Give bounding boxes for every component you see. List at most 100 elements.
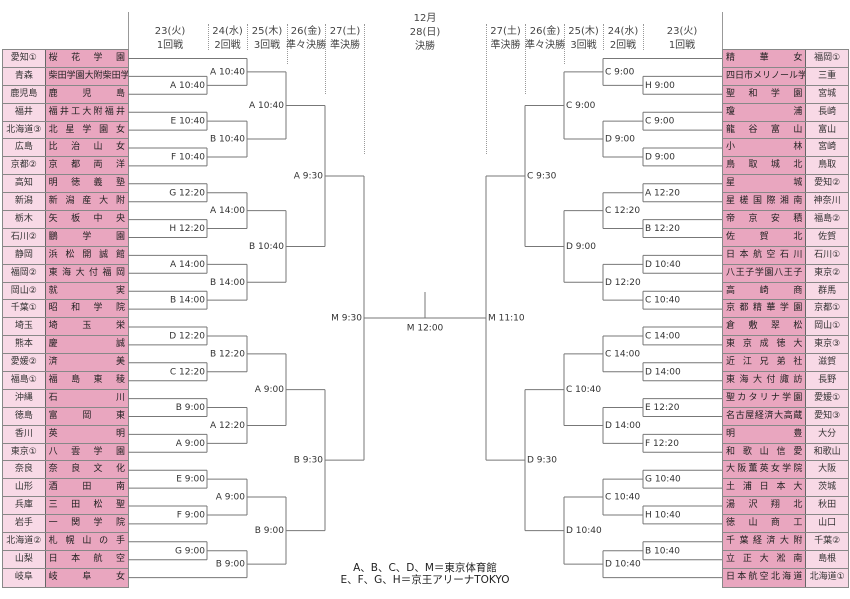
team-row: 新潟新潟産大附 — [3, 193, 128, 212]
prefecture-label: 滋賀 — [805, 354, 848, 372]
prefecture-label: 香川 — [3, 425, 46, 443]
prefecture-label: 山形 — [3, 479, 46, 497]
header-divider — [287, 24, 288, 64]
school-name: 京都精華学園 — [723, 300, 806, 318]
venue-legend-line: A、B、C、D、M＝東京体育館 — [353, 562, 497, 574]
round-date: 25(木) — [568, 26, 599, 37]
school-name: 福島東稜 — [45, 372, 128, 389]
round-name: 1回戦 — [156, 40, 184, 51]
round-header-sf: 27(土)準決勝 — [486, 25, 525, 53]
prefecture-label: 福島① — [3, 372, 46, 389]
team-row: 聖和学園宮城 — [723, 85, 848, 104]
team-row: 東京成徳大東京③ — [723, 336, 848, 355]
round-date: 28(日) — [409, 27, 441, 38]
team-row: 熊本慶誠 — [3, 336, 128, 355]
round-name: 準決勝 — [490, 40, 521, 51]
school-name: 龍谷富山 — [723, 121, 806, 139]
match-label: C 14:00 — [605, 349, 640, 359]
prefecture-label: 福岡① — [805, 50, 848, 67]
match-label: D 10:40 — [605, 560, 641, 570]
prefecture-label: 東京② — [805, 264, 848, 282]
prefecture-label: 新潟 — [3, 193, 46, 211]
header-divider — [208, 24, 209, 50]
match-label: D 10:40 — [566, 526, 602, 536]
team-row: 大阪薫英女学院大阪 — [723, 461, 848, 480]
school-name: 立正大淞南 — [723, 550, 806, 568]
round-header-1: 23(火)1回戦 — [652, 25, 712, 53]
team-row: 倉敷翠松岡山① — [723, 318, 848, 337]
school-name: 浜松開誠館 — [45, 246, 128, 264]
match-label: H 10:40 — [645, 510, 681, 520]
round-date: 24(水) — [212, 26, 243, 37]
match-label: A 9:00 — [216, 493, 246, 503]
school-name: 東京成徳大 — [723, 336, 806, 354]
round-header-qf: 26(金)準々決勝 — [286, 25, 326, 53]
school-name: 明徳義塾 — [45, 175, 128, 193]
venue-legend: A、B、C、D、M＝東京体育館 E、F、G、H＝京王アリーナTOKYO — [300, 562, 550, 586]
school-name: 石川 — [45, 389, 128, 407]
header-divider — [128, 12, 129, 50]
match-label: B 9:00 — [216, 560, 246, 570]
school-name: 近江兄弟社 — [723, 354, 806, 372]
prefecture-label: 佐賀 — [805, 228, 848, 246]
school-name: 高崎商 — [723, 282, 806, 300]
prefecture-label: 島根 — [805, 550, 848, 568]
team-row: 明豊大分 — [723, 425, 848, 444]
match-label: F 10:40 — [171, 152, 205, 162]
match-label: D 10:40 — [645, 260, 681, 270]
team-row: 山形酒田南 — [3, 479, 128, 498]
match-label: C 10:40 — [645, 296, 680, 306]
school-name: 日本航空石川 — [723, 246, 806, 264]
match-label: E 12:20 — [645, 403, 680, 413]
prefecture-label: 京都② — [3, 157, 46, 175]
match-label: C 10:40 — [566, 385, 601, 395]
prefecture-label: 長野 — [805, 372, 848, 389]
round-date: 23(火) — [154, 26, 186, 37]
match-label: D 9:30 — [527, 456, 557, 466]
school-name: 小林 — [723, 139, 806, 157]
team-row: 徳山商工山口 — [723, 515, 848, 534]
prefecture-label: 茨城 — [805, 479, 848, 497]
prefecture-label: 愛媛② — [3, 354, 46, 372]
team-row: 和歌山信愛和歌山 — [723, 443, 848, 462]
header-divider — [364, 24, 365, 154]
team-row: 帝京安積福島② — [723, 211, 848, 229]
team-row: 立正大淞南島根 — [723, 550, 848, 569]
right-team-list: 精華女福岡①四日市メリノール学院三重聖和学園宮城瓊浦長崎龍谷富山富山小林宮崎鳥取… — [722, 49, 849, 588]
school-name: 千葉経済大附 — [723, 533, 806, 550]
match-label: D 12:20 — [169, 331, 205, 341]
match-label: C 14:00 — [645, 331, 680, 341]
team-row: 星槎国際湘南神奈川 — [723, 193, 848, 212]
match-label: B 10:40 — [210, 135, 245, 145]
match-label: B 12:20 — [210, 349, 245, 359]
school-name: 慶誠 — [45, 336, 128, 354]
header-divider — [722, 12, 723, 50]
round-date: 23(火) — [666, 26, 698, 37]
prefecture-label: 北海道① — [805, 568, 848, 587]
team-row: 湯沢翔北秋田 — [723, 497, 848, 516]
prefecture-label: 兵庫 — [3, 497, 46, 515]
final-month: 12月 — [413, 13, 437, 24]
team-row: 栃木矢板中央 — [3, 211, 128, 229]
match-label: F 12:20 — [645, 439, 679, 449]
school-name: 柴田学園大附柴田学園 — [45, 67, 128, 85]
match-label: B 14:00 — [210, 278, 245, 288]
school-name: 瓊浦 — [723, 103, 806, 121]
school-name: 奈良文化 — [45, 461, 128, 479]
match-label: G 10:40 — [645, 475, 681, 485]
team-row: 瓊浦長崎 — [723, 103, 848, 122]
round-name: 3回戦 — [253, 40, 281, 51]
school-name: 就実 — [45, 282, 128, 300]
school-name: 倉敷翠松 — [723, 318, 806, 336]
school-name: 帝京安積 — [723, 211, 806, 228]
prefecture-label: 愛知② — [805, 175, 848, 193]
school-name: 日本航空北海道 — [723, 568, 806, 587]
prefecture-label: 鳥取 — [805, 157, 848, 175]
match-label: D 14:00 — [645, 367, 681, 377]
prefecture-label: 宮城 — [805, 85, 848, 103]
prefecture-label: 宮崎 — [805, 139, 848, 157]
prefecture-label: 福島② — [805, 211, 848, 228]
